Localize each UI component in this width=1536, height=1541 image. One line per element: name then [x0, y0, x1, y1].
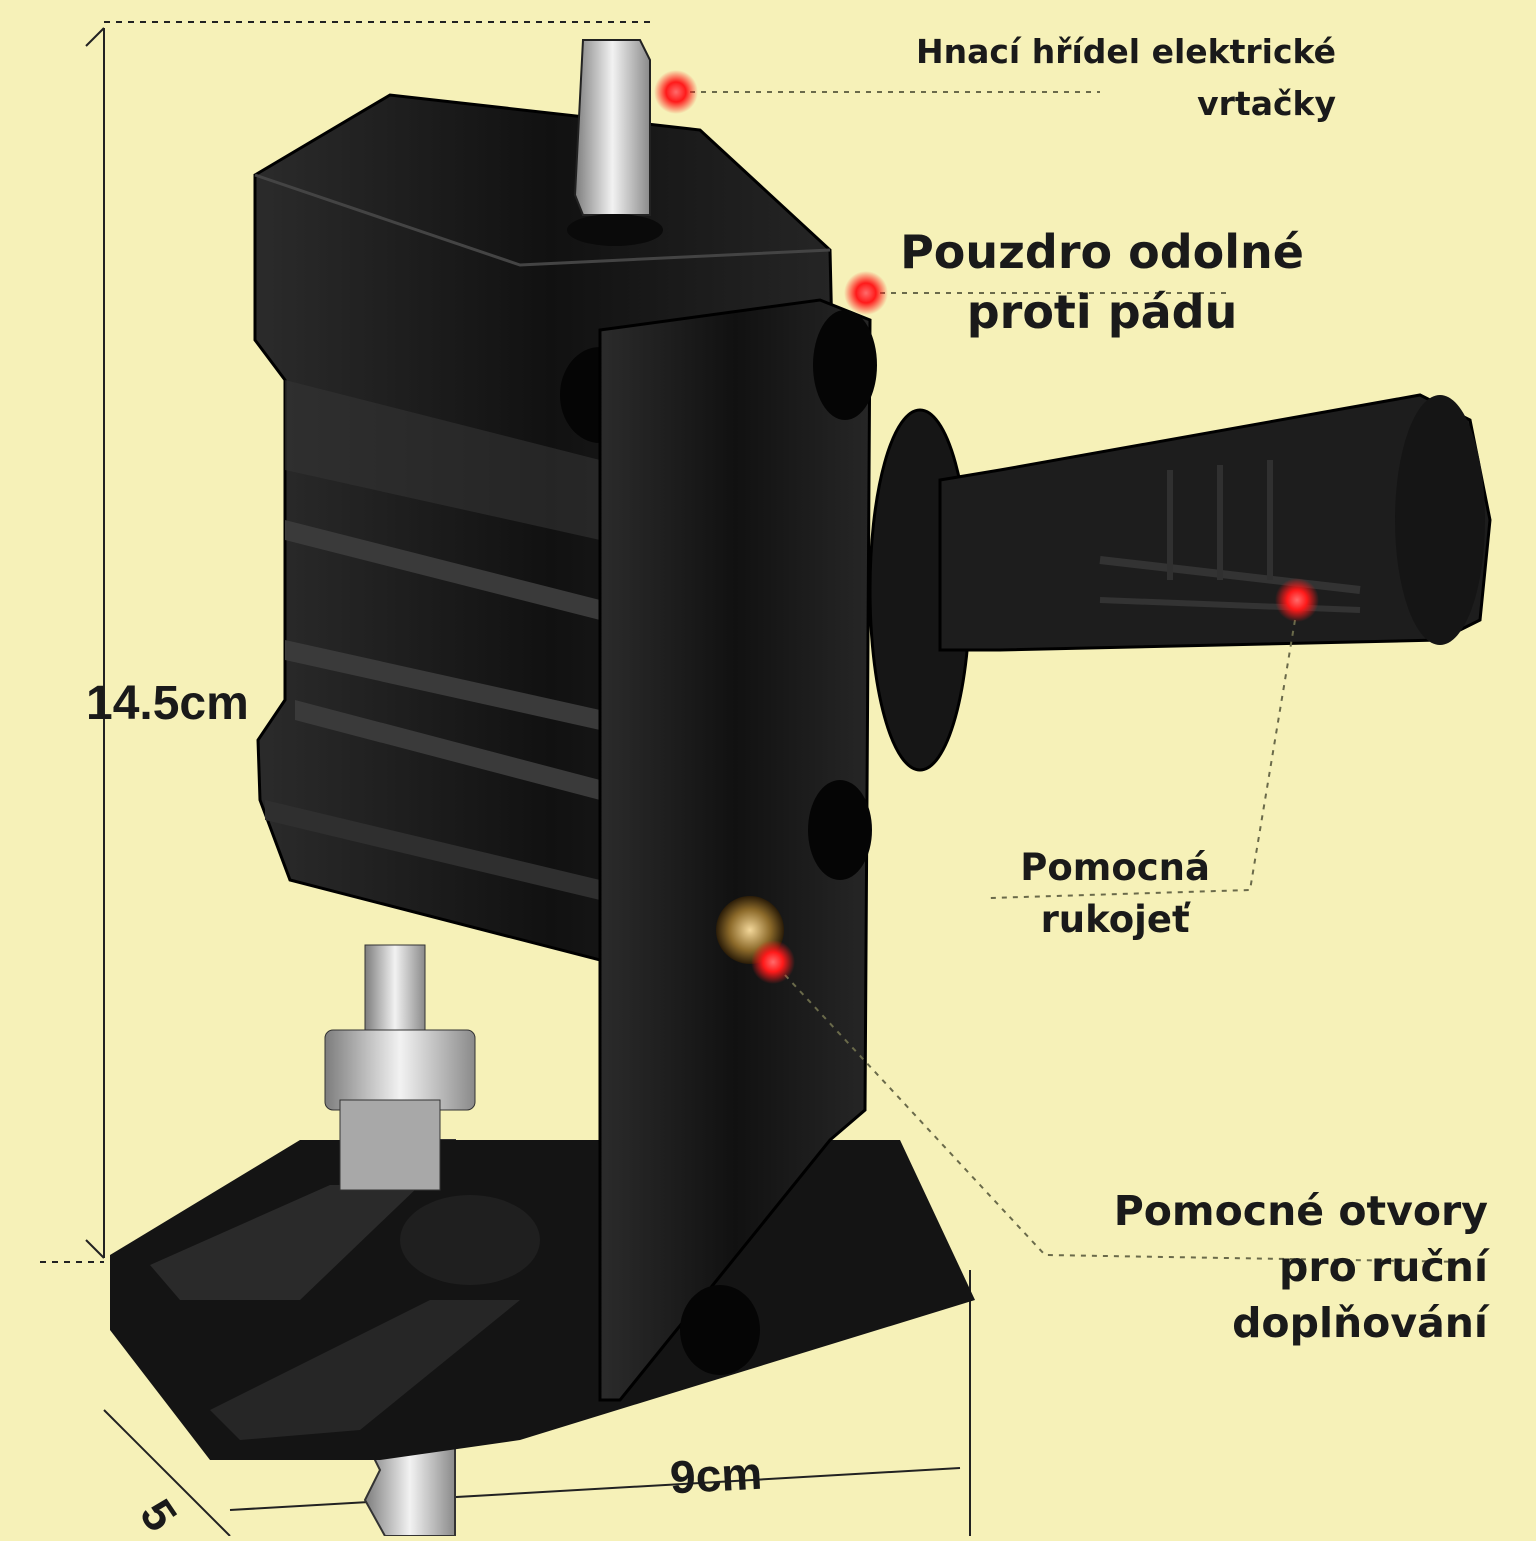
drive-shaft	[567, 39, 663, 246]
callout-markers	[654, 70, 1319, 984]
callout-housing: Pouzdro odolné proti pádu	[900, 222, 1304, 342]
callout-housing-line1: Pouzdro odolné	[900, 225, 1304, 279]
dimension-width: 9cm	[668, 1446, 764, 1504]
dimension-height: 14.5cm	[86, 677, 249, 730]
callout-aux-handle: Pomocná rukojeť	[1020, 842, 1210, 946]
callout-aux-handle-line2: rukojeť	[1040, 898, 1190, 941]
callout-aux-handle-line1: Pomocná	[1020, 846, 1210, 889]
aux-handle	[868, 393, 1492, 772]
callout-drive-shaft: Hnací hřídel elektrické vrtačky	[916, 26, 1336, 130]
leader-lines	[690, 91, 1471, 1263]
callout-housing-line2: proti pádu	[966, 285, 1238, 339]
callout-drive-shaft-line1: Hnací hřídel elektrické	[915, 32, 1336, 71]
dimension-lines	[40, 21, 971, 1536]
callout-drive-shaft-line2: vrtačky	[1197, 84, 1336, 123]
marker-holes	[751, 940, 795, 984]
body-column	[598, 298, 877, 1402]
callout-holes-line3: doplňování	[1232, 1299, 1488, 1347]
marker-housing	[844, 271, 888, 315]
marker-handle	[1275, 578, 1319, 622]
base-plate	[110, 1140, 975, 1460]
marker-shaft	[654, 70, 698, 114]
reciprocating-mechanism	[324, 944, 540, 1285]
callout-holes-line1: Pomocné otvory	[1113, 1187, 1488, 1235]
callout-holes: Pomocné otvory pro ruční doplňování	[1114, 1183, 1488, 1351]
callout-holes-line2: pro ruční	[1279, 1243, 1488, 1291]
